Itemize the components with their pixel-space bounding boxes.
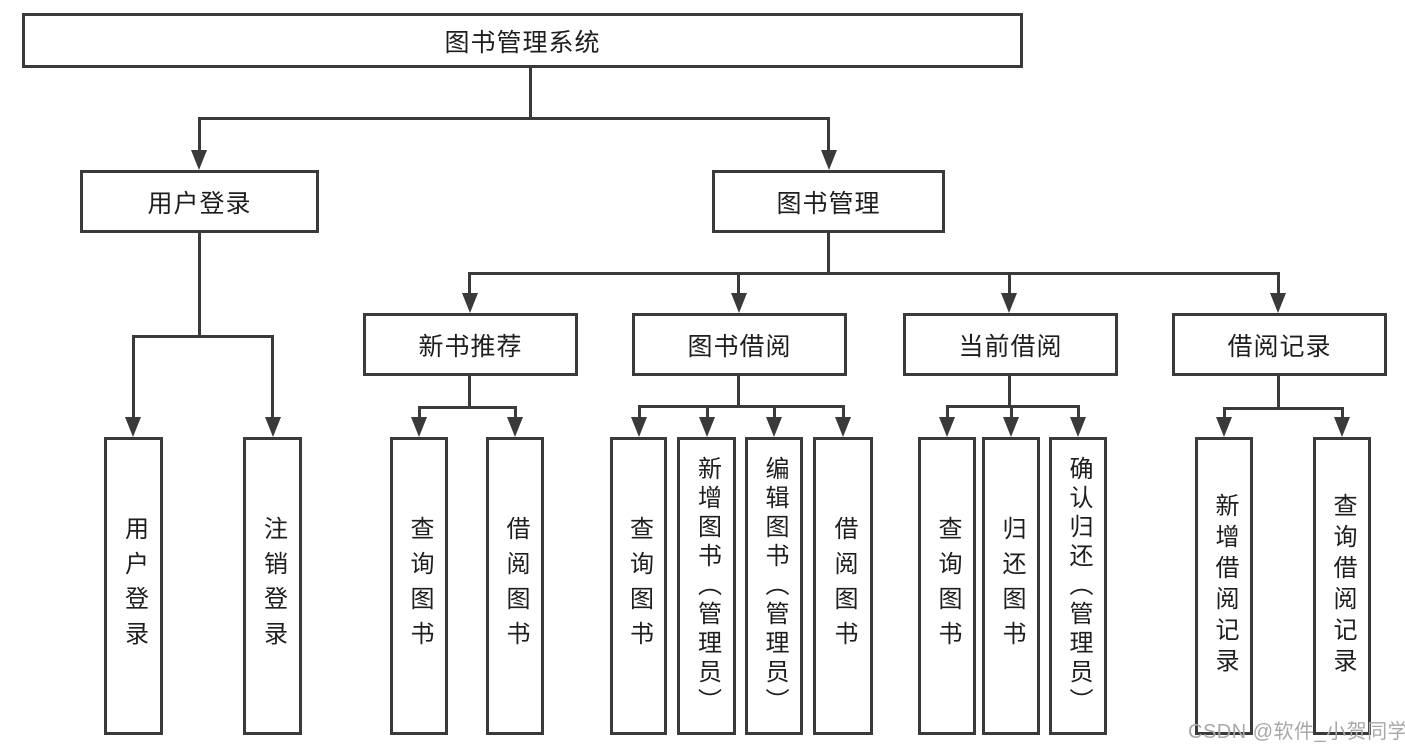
connector-drop	[513, 407, 517, 419]
node-borrowing-records: 借阅记录	[1172, 313, 1387, 376]
arrowhead-down-icon	[191, 150, 207, 170]
node-user-login: 用户登录	[80, 170, 319, 233]
connector-drop	[1009, 406, 1013, 419]
connector-book-borrowing-branch	[637, 404, 845, 408]
arrowhead-down-icon	[461, 293, 478, 313]
leaf-edit-book-admin-label: 编辑图书（管理员）	[761, 455, 788, 717]
connector-borrowing-records-branch	[1222, 406, 1344, 410]
connector-book-management-stem	[826, 233, 830, 273]
leaf-query-borrow-record: 查询借阅记录	[1313, 437, 1371, 735]
node-new-book-recommend-label: 新书推荐	[418, 332, 523, 361]
leaf-query-borrow-record-label: 查询借阅记录	[1329, 493, 1356, 679]
leaf-query-books-current: 查询图书	[918, 437, 976, 735]
connector-drop	[1076, 406, 1080, 419]
connector-drop-book-management	[827, 118, 830, 154]
connector-new-book-stem	[468, 376, 471, 407]
arrowhead-down-icon	[125, 417, 141, 437]
connector-book-management-branch	[468, 271, 1280, 275]
connector-drop	[637, 406, 641, 419]
leaf-user-login: 用户登录	[104, 437, 163, 735]
connector-drop-new-book	[468, 273, 471, 295]
leaf-borrow-books-borrowing: 借阅图书	[813, 437, 873, 735]
connector-current-borrowing-branch	[945, 404, 1080, 408]
connector-drop	[1222, 408, 1226, 419]
leaf-query-books-current-label: 查询图书	[934, 516, 961, 656]
node-root: 图书管理系统	[22, 13, 1023, 68]
node-book-borrowing-label: 图书借阅	[687, 332, 792, 361]
arrowhead-down-icon	[1216, 417, 1232, 437]
connector-drop-borrowing-records	[1276, 273, 1280, 295]
connector-drop	[417, 407, 421, 419]
leaf-return-book: 归还图书	[982, 437, 1040, 735]
arrowhead-down-icon	[1001, 293, 1017, 313]
node-root-label: 图书管理系统	[444, 28, 601, 57]
leaf-confirm-return-admin: 确认归还（管理员）	[1049, 437, 1107, 735]
node-book-management: 图书管理	[712, 170, 945, 233]
node-borrowing-records-label: 借阅记录	[1227, 332, 1332, 361]
leaf-query-books-borrowing-label: 查询图书	[625, 516, 653, 656]
arrowhead-down-icon	[1270, 293, 1286, 313]
leaf-add-book-admin-label: 新增图书（管理员）	[693, 455, 721, 717]
leaf-confirm-return-admin-label: 确认归还（管理员）	[1065, 455, 1092, 717]
node-current-borrowing: 当前借阅	[903, 313, 1118, 376]
connector-drop-leaf-logout	[271, 336, 274, 419]
connector-drop-leaf-user-login	[131, 336, 135, 419]
node-current-borrowing-label: 当前借阅	[958, 332, 1063, 361]
connector-drop	[705, 406, 709, 419]
arrowhead-down-icon	[264, 417, 281, 437]
arrowhead-down-icon	[631, 417, 647, 437]
leaf-add-book-admin: 新增图书（管理员）	[677, 437, 736, 735]
leaf-logout-label: 注销登录	[259, 516, 287, 656]
leaf-add-borrow-record-label: 新增借阅记录	[1211, 493, 1238, 679]
arrowhead-down-icon	[820, 150, 837, 170]
connector-root-stem	[528, 68, 532, 118]
arrowhead-down-icon	[1070, 417, 1086, 437]
arrowhead-down-icon	[766, 417, 782, 437]
leaf-edit-book-admin: 编辑图书（管理员）	[745, 437, 803, 735]
arrowhead-down-icon	[1003, 417, 1019, 437]
arrowhead-down-icon	[835, 417, 851, 437]
arrowhead-down-icon	[1334, 417, 1350, 437]
arrowhead-down-icon	[411, 417, 427, 437]
connector-drop-current-borrowing	[1007, 273, 1011, 295]
leaf-borrow-books-borrowing-label: 借阅图书	[830, 516, 857, 656]
arrowhead-down-icon	[699, 417, 715, 437]
connector-drop	[841, 406, 845, 419]
leaf-query-books-borrowing: 查询图书	[610, 437, 667, 735]
connector-book-borrowing-stem	[737, 376, 740, 406]
connector-drop	[945, 406, 949, 419]
leaf-query-books-recommend-label: 查询图书	[406, 516, 433, 656]
connector-drop	[772, 406, 776, 419]
connector-drop	[1340, 408, 1344, 419]
node-user-login-label: 用户登录	[147, 189, 252, 218]
arrowhead-down-icon	[939, 417, 955, 437]
connector-current-borrowing-stem	[1007, 376, 1011, 406]
node-book-management-label: 图书管理	[776, 189, 881, 218]
connector-user-login-branch	[131, 334, 274, 338]
leaf-query-books-recommend: 查询图书	[390, 437, 448, 735]
connector-user-login-stem	[197, 233, 201, 336]
leaf-add-borrow-record: 新增借阅记录	[1195, 437, 1253, 735]
node-book-borrowing: 图书借阅	[632, 313, 847, 376]
arrowhead-down-icon	[730, 293, 747, 313]
arrowhead-down-icon	[507, 417, 523, 437]
connector-root-branch	[197, 116, 830, 120]
node-new-book-recommend: 新书推荐	[363, 313, 578, 376]
leaf-borrow-books-recommend-label: 借阅图书	[502, 516, 529, 656]
leaf-return-book-label: 归还图书	[998, 516, 1025, 656]
leaf-borrow-books-recommend: 借阅图书	[486, 437, 544, 735]
connector-new-book-branch	[417, 405, 517, 409]
connector-drop-book-borrowing	[737, 273, 740, 295]
watermark: CSDN @软件_小贺同学	[1188, 721, 1405, 743]
leaf-user-login-label: 用户登录	[120, 516, 148, 656]
connector-drop-user-login	[197, 118, 201, 154]
connector-borrowing-records-stem	[1276, 376, 1280, 408]
leaf-logout: 注销登录	[243, 437, 302, 735]
